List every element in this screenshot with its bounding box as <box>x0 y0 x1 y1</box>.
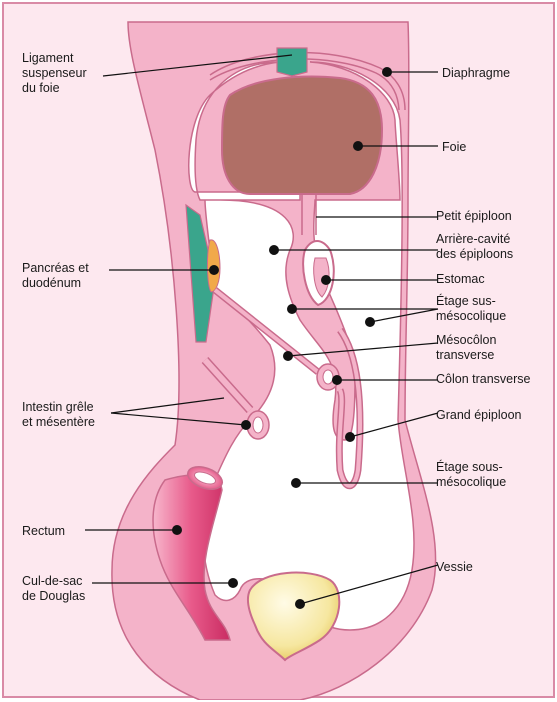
dot-estomac <box>321 275 331 285</box>
label-douglas: Cul-de-sac de Douglas <box>22 574 86 603</box>
dot-foie <box>353 141 363 151</box>
leader-lines <box>85 54 439 605</box>
dot-pancreas <box>209 265 219 275</box>
label-arriere-cavite: Arrière-cavité des épiploons <box>436 232 514 261</box>
label-pancreas: Pancréas et duodénum <box>22 261 89 290</box>
dot-vessie <box>295 599 305 609</box>
lesser-omentum <box>301 194 317 235</box>
dot-mesocolon <box>283 351 293 361</box>
dot-douglas <box>228 578 238 588</box>
label-intestin: Intestin grêle et mésentère <box>22 400 95 429</box>
marker-dots <box>172 67 392 609</box>
label-etage-sous: Étage sous- mésocolique <box>436 460 507 489</box>
dot-sus-2 <box>365 317 375 327</box>
dot-rectum <box>172 525 182 535</box>
label-ligament: Ligament suspenseur du foie <box>22 51 87 95</box>
label-petit-epiploon: Petit épiploon <box>436 209 512 223</box>
label-etage-sus: Étage sus- mésocolique <box>436 294 507 323</box>
dot-sous <box>291 478 301 488</box>
pancreas-strip <box>185 203 216 343</box>
label-grand-epiploon: Grand épiploon <box>436 408 522 422</box>
label-mesocolon: Mésocôlon transverse <box>436 333 497 362</box>
dot-colon <box>332 375 342 385</box>
label-colon: Côlon transverse <box>436 372 531 386</box>
dot-sus-1 <box>287 304 297 314</box>
label-foie: Foie <box>442 140 467 154</box>
label-diaphragme: Diaphragme <box>442 66 511 80</box>
dot-arriere-cavite <box>269 245 279 255</box>
rectum <box>152 474 231 641</box>
label-estomac: Estomac <box>436 272 485 286</box>
bladder <box>246 571 341 662</box>
dot-intestin <box>241 420 251 430</box>
liver <box>220 75 384 195</box>
peritoneal-cavity <box>188 61 415 631</box>
dot-diaphragme <box>382 67 392 77</box>
label-vessie: Vessie <box>436 560 473 574</box>
falciform-ligament <box>276 47 308 77</box>
dot-grand-epiploon <box>345 432 355 442</box>
label-rectum: Rectum <box>22 524 66 538</box>
